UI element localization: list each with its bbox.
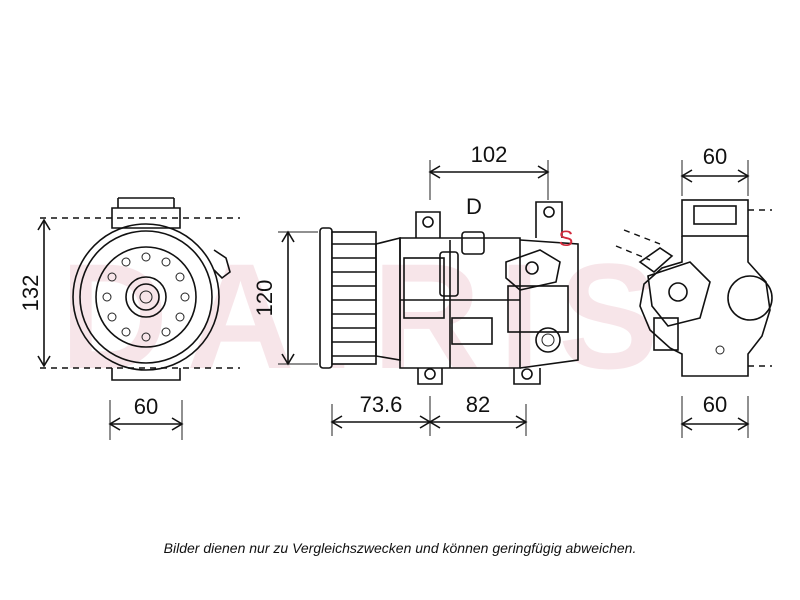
front-width-label: 60: [134, 394, 158, 419]
side-view: [319, 201, 579, 385]
discharge-port-label: D: [466, 194, 482, 219]
rear-bottom-width-label: 60: [703, 392, 727, 417]
disclaimer-text: Bilder dienen nur zu Vergleichszwecken u…: [163, 540, 637, 556]
front-height-dimension: 132: [18, 218, 51, 368]
side-height-label: 120: [252, 280, 277, 317]
side-bottom-dimensions: 73.6 82: [330, 392, 528, 436]
side-height-dimension: 120: [252, 230, 318, 366]
front-width-dimension: 60: [108, 394, 184, 440]
rear-bottom-width-dimension: 60: [680, 392, 750, 438]
side-top-width-label: 102: [471, 142, 508, 167]
suction-port-label: S: [559, 226, 574, 251]
front-height-label: 132: [18, 275, 43, 312]
side-top-width-dimension: 102: [428, 142, 550, 200]
side-bottom-left-label: 73.6: [360, 392, 403, 417]
rear-view: [615, 199, 773, 377]
rear-top-width-label: 60: [703, 144, 727, 169]
front-view: [40, 197, 240, 381]
rear-top-width-dimension: 60: [680, 144, 750, 196]
side-bottom-right-label: 82: [466, 392, 490, 417]
